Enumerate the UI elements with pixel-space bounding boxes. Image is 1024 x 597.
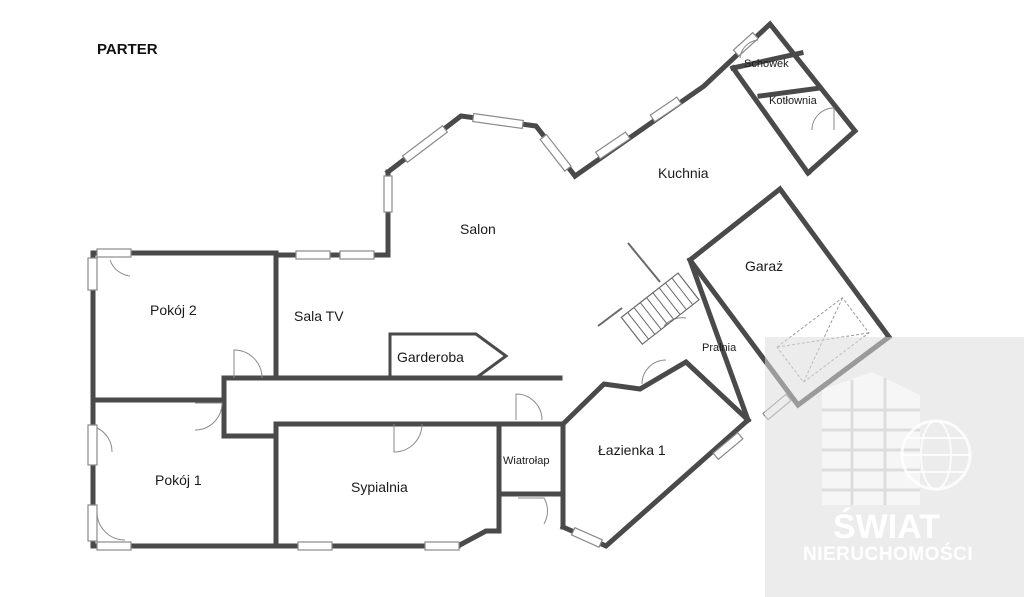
interior-walls xyxy=(90,50,823,549)
door xyxy=(194,402,223,431)
window xyxy=(712,431,744,461)
window xyxy=(472,112,524,130)
window xyxy=(339,250,375,260)
label-schowek: Schowek xyxy=(744,58,789,70)
label-pokoj1: Pokój 1 xyxy=(155,472,202,488)
building-logo-icon xyxy=(822,372,920,505)
label-kotlownia: Kotłownia xyxy=(769,95,818,107)
room-labels: Salon Kuchnia Schowek Kotłownia Garaż Pr… xyxy=(150,58,818,495)
window xyxy=(401,124,449,164)
window xyxy=(594,131,631,160)
window xyxy=(424,541,460,551)
stairs xyxy=(620,272,700,345)
door xyxy=(96,511,126,541)
label-wiatrolap: Wiatrołap xyxy=(503,455,549,467)
window xyxy=(732,31,759,57)
door xyxy=(393,423,423,453)
globe-logo-icon xyxy=(900,419,972,491)
label-sala-tv: Sala TV xyxy=(294,308,344,324)
label-pokoj2: Pokój 2 xyxy=(150,302,197,318)
label-salon: Salon xyxy=(460,221,496,237)
watermark-line2: NIERUCHOMOŚCI xyxy=(803,543,973,565)
label-garderoba: Garderoba xyxy=(397,349,464,365)
watermark-line1: ŚWIAT xyxy=(833,508,940,546)
door xyxy=(515,393,543,421)
door xyxy=(96,427,113,453)
door xyxy=(641,359,667,385)
window xyxy=(297,541,333,551)
label-pralnia: Pralnia xyxy=(702,342,737,354)
window xyxy=(295,250,331,260)
window xyxy=(96,248,132,258)
window xyxy=(87,504,98,542)
floor-title: PARTER xyxy=(97,41,158,58)
door xyxy=(109,259,131,277)
window xyxy=(383,175,393,213)
door xyxy=(811,107,835,131)
watermark: ŚWIAT NIERUCHOMOŚCI xyxy=(765,337,1024,597)
window xyxy=(87,257,98,291)
label-sypialnia: Sypialnia xyxy=(351,479,408,495)
label-kuchnia: Kuchnia xyxy=(658,165,709,181)
door xyxy=(739,39,759,59)
window xyxy=(570,526,604,548)
window xyxy=(649,96,683,123)
door xyxy=(233,349,263,379)
label-garaz: Garaż xyxy=(745,258,783,274)
window xyxy=(87,424,98,466)
window xyxy=(539,133,572,172)
windows xyxy=(87,31,792,551)
door xyxy=(518,497,548,525)
label-lazienka1: Łazienka 1 xyxy=(598,442,666,458)
window xyxy=(96,541,132,551)
